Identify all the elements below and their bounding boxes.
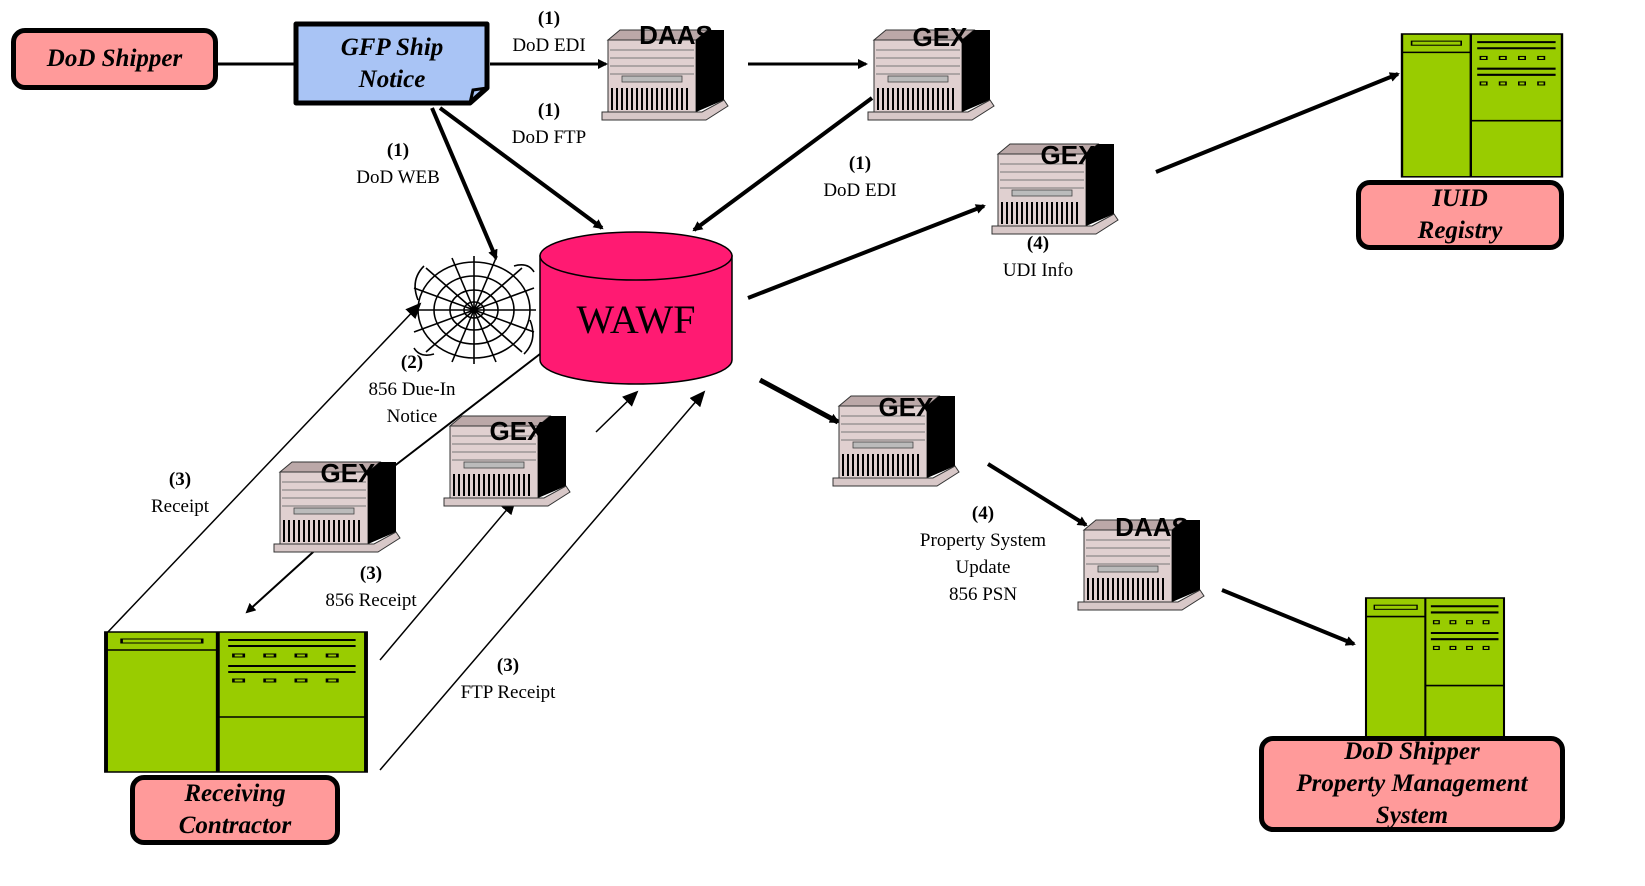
ship-notice-shape bbox=[293, 21, 490, 106]
due-in-step: (2) bbox=[400, 352, 424, 373]
due-in-label: (2) 856 Due-In Notice bbox=[368, 349, 455, 430]
ship-notice-line-2: Notice bbox=[358, 66, 426, 93]
property-line-1: DoD Shipper bbox=[1344, 738, 1480, 765]
property-update-step: (4) bbox=[971, 503, 995, 524]
dod-shipper-label: DoD Shipper bbox=[46, 45, 183, 72]
udi-text: UDI Info bbox=[1002, 260, 1074, 281]
due-in-line-2: Notice bbox=[386, 406, 438, 427]
contractor-to-web-receipt-arrow bbox=[105, 302, 422, 635]
web-label: (1) DoD WEB bbox=[356, 137, 440, 191]
edi-right-label: (1) DoD EDI bbox=[823, 150, 896, 204]
edi-top-label: (1) DoD EDI bbox=[512, 5, 585, 59]
receipt-856-text: 856 Receipt bbox=[325, 590, 417, 611]
wawf-database-icon bbox=[539, 231, 733, 385]
receiving-contractor-box: Receiving Contractor bbox=[130, 775, 340, 845]
wawf-to-gex-left-arrow bbox=[382, 353, 541, 476]
udi-step: (4) bbox=[1026, 233, 1050, 254]
due-in-line-1: 856 Due-In bbox=[368, 379, 456, 400]
ftp-top-text: DoD FTP bbox=[511, 127, 587, 148]
ftp-receipt-text: FTP Receipt bbox=[460, 682, 556, 703]
udi-label: (4) UDI Info bbox=[1003, 230, 1073, 284]
notice-to-wawf-ftp-arrow bbox=[438, 106, 604, 230]
property-update-line-1: Property System bbox=[919, 530, 1047, 551]
receiving-line-1: Receiving bbox=[184, 780, 286, 807]
receipt-step: (3) bbox=[168, 469, 192, 490]
ftp-receipt-step: (3) bbox=[496, 655, 520, 676]
edi-right-text: DoD EDI bbox=[823, 180, 897, 201]
property-update-line-3: 856 PSN bbox=[948, 584, 1018, 605]
iuid-terminal-icon bbox=[1400, 32, 1564, 179]
web-text: DoD WEB bbox=[356, 167, 440, 188]
gex-left-label: GEX bbox=[320, 458, 376, 488]
ftp-receipt-label: (3) FTP Receipt bbox=[461, 652, 556, 706]
gex-to-iuid-arrow bbox=[1155, 72, 1400, 174]
web-step: (1) bbox=[386, 140, 410, 161]
ship-notice-label: GFP Ship Notice bbox=[300, 28, 484, 100]
wawf-label: WAWF bbox=[576, 297, 696, 342]
property-terminal-icon bbox=[1364, 596, 1506, 744]
notice-to-web-arrow bbox=[430, 107, 498, 260]
gex-left-to-contractor-arrow bbox=[245, 543, 323, 614]
daas-bottom-label: DAAS bbox=[1115, 512, 1189, 542]
receipt-label: (3) Receipt bbox=[151, 466, 209, 520]
receipt-856-step: (3) bbox=[359, 563, 383, 584]
contractor-to-gex-mid-arrow bbox=[379, 498, 517, 661]
contractor-ftp-receipt-arrow bbox=[379, 390, 706, 771]
iuid-registry-box: IUID Registry bbox=[1356, 180, 1564, 250]
wawf-to-gex-iuid-arrow bbox=[747, 204, 986, 300]
dod-shipper-box: DoD Shipper bbox=[11, 28, 218, 90]
wawf-to-gex-right-arrow bbox=[758, 377, 840, 425]
ftp-top-label: (1) DoD FTP bbox=[512, 97, 586, 151]
property-update-label: (4) Property System Update 856 PSN bbox=[920, 500, 1046, 608]
gex-top-label: GEX bbox=[912, 22, 968, 52]
gex-right-label: GEX bbox=[878, 392, 934, 422]
iuid-line-1: IUID bbox=[1432, 185, 1488, 212]
property-mgmt-box: DoD Shipper Property Management System bbox=[1259, 736, 1565, 832]
ship-notice-line-1: GFP Ship bbox=[340, 34, 444, 61]
daas-to-property-arrow bbox=[1221, 588, 1356, 646]
iuid-line-2: Registry bbox=[1417, 217, 1503, 244]
edi-top-text: DoD EDI bbox=[512, 35, 586, 56]
receiving-line-2: Contractor bbox=[178, 812, 292, 839]
gex-to-daas-bottom-arrow bbox=[986, 462, 1088, 527]
gex-to-wawf-arrow bbox=[692, 96, 874, 232]
contractor-terminal-icon bbox=[106, 632, 366, 772]
property-update-line-2: Update bbox=[955, 557, 1011, 578]
globe-web-icon bbox=[412, 256, 536, 364]
gex-mid-to-wawf-arrow bbox=[595, 390, 639, 433]
receipt-text: Receipt bbox=[150, 496, 210, 517]
ftp-top-step: (1) bbox=[537, 100, 561, 121]
property-line-2: Property Management bbox=[1296, 770, 1528, 797]
property-line-3: System bbox=[1375, 802, 1449, 829]
edi-right-step: (1) bbox=[848, 153, 872, 174]
gex-iuid-label: GEX bbox=[1040, 140, 1096, 170]
gex-mid-label: GEX bbox=[489, 416, 545, 446]
receipt-856-label: (3) 856 Receipt bbox=[325, 560, 416, 614]
daas-top-label: DAAS bbox=[639, 20, 713, 50]
edi-top-step: (1) bbox=[537, 8, 561, 29]
